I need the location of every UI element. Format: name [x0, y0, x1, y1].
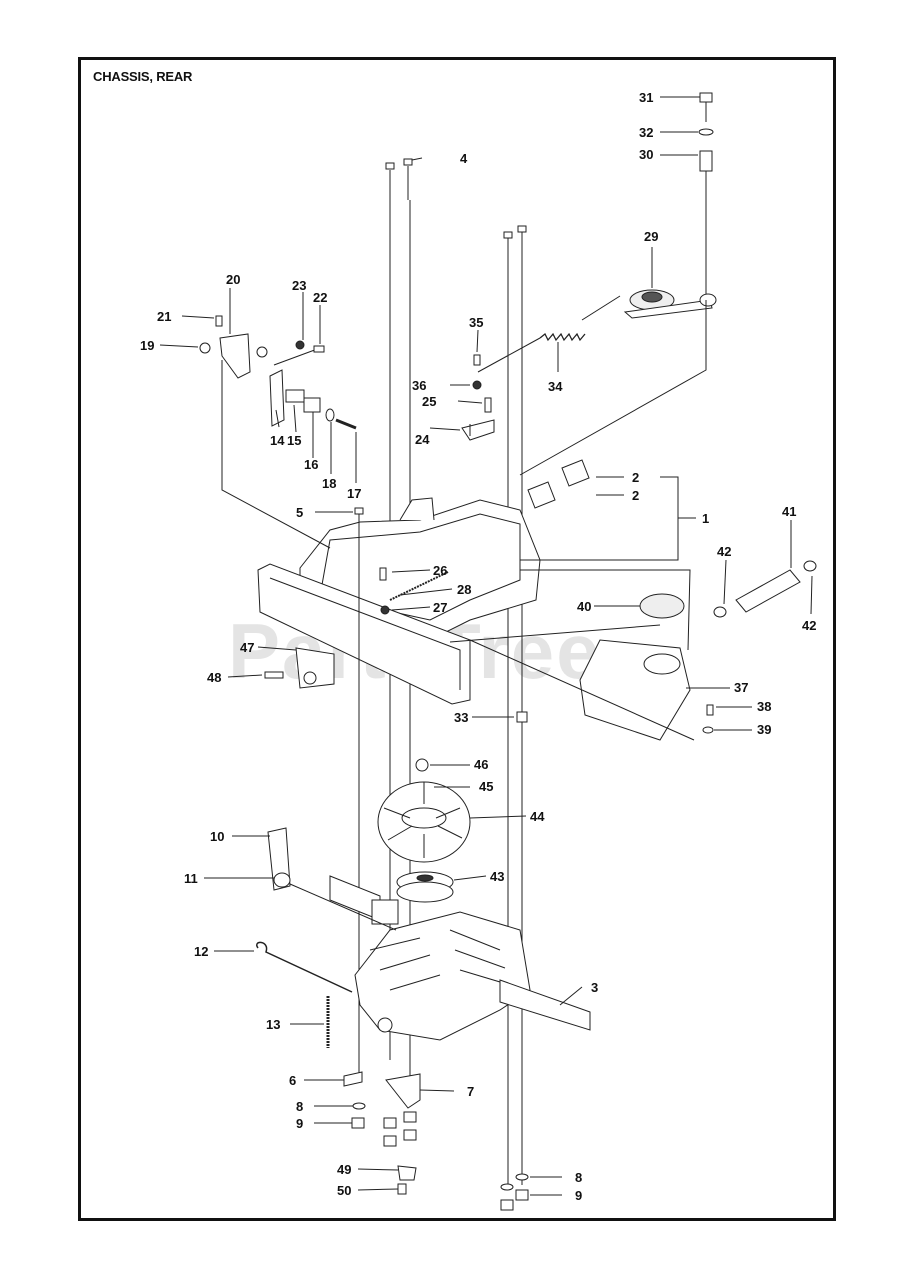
- callout-9a: 9: [296, 1116, 303, 1131]
- callout-32: 32: [639, 125, 653, 140]
- callout-15: 15: [287, 433, 301, 448]
- callout-38: 38: [757, 699, 771, 714]
- callout-29: 29: [644, 229, 658, 244]
- callout-5: 5: [296, 505, 303, 520]
- callout-44: 44: [530, 809, 545, 824]
- callout-25: 25: [422, 394, 436, 409]
- callout-36: 36: [412, 378, 426, 393]
- diagram-title: CHASSIS, REAR: [93, 69, 193, 84]
- callout-24: 24: [415, 432, 430, 447]
- callout-34: 34: [548, 379, 563, 394]
- callout-33: 33: [454, 710, 468, 725]
- callout-46: 46: [474, 757, 488, 772]
- callout-26: 26: [433, 563, 447, 578]
- callout-47: 47: [240, 640, 254, 655]
- callout-4: 4: [460, 151, 468, 166]
- callout-8b: 8: [575, 1170, 582, 1185]
- callout-2b: 2: [632, 488, 639, 503]
- callout-13: 13: [266, 1017, 280, 1032]
- callout-41: 41: [782, 504, 796, 519]
- callout-30: 30: [639, 147, 653, 162]
- callout-8a: 8: [296, 1099, 303, 1114]
- callout-10: 10: [210, 829, 224, 844]
- callout-19: 19: [140, 338, 154, 353]
- callout-48: 48: [207, 670, 221, 685]
- callout-31: 31: [639, 90, 653, 105]
- callout-42a: 42: [717, 544, 731, 559]
- callout-28: 28: [457, 582, 471, 597]
- callout-17: 17: [347, 486, 361, 501]
- callout-7: 7: [467, 1084, 474, 1099]
- callout-1: 1: [702, 511, 709, 526]
- callout-18: 18: [322, 476, 336, 491]
- callout-35: 35: [469, 315, 483, 330]
- callout-2a: 2: [632, 470, 639, 485]
- callout-9b: 9: [575, 1188, 582, 1203]
- callout-20: 20: [226, 272, 240, 287]
- callout-43: 43: [490, 869, 504, 884]
- callout-14: 14: [270, 433, 285, 448]
- callout-12: 12: [194, 944, 208, 959]
- callout-21: 21: [157, 309, 171, 324]
- callout-6: 6: [289, 1073, 296, 1088]
- callout-45: 45: [479, 779, 493, 794]
- callout-40: 40: [577, 599, 591, 614]
- callout-50: 50: [337, 1183, 351, 1198]
- callout-11: 11: [184, 871, 198, 886]
- callout-27: 27: [433, 600, 447, 615]
- callout-3: 3: [591, 980, 598, 995]
- callout-23: 23: [292, 278, 306, 293]
- callout-22: 22: [313, 290, 327, 305]
- callout-16: 16: [304, 457, 318, 472]
- callout-49: 49: [337, 1162, 351, 1177]
- callout-39: 39: [757, 722, 771, 737]
- callout-37: 37: [734, 680, 748, 695]
- callout-42b: 42: [802, 618, 816, 633]
